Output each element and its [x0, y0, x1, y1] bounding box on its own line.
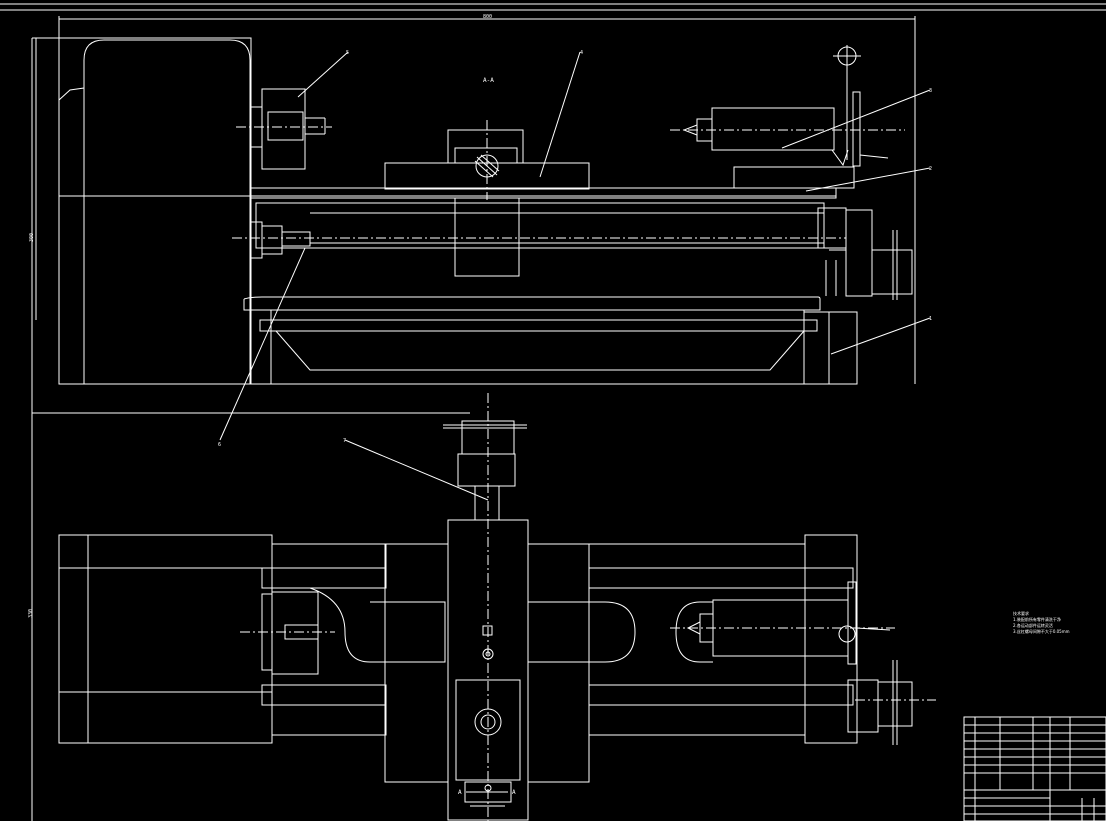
top-dimension-label: 800: [483, 14, 492, 20]
leader-line-7: [344, 439, 489, 501]
notes-line-2: 2.各运动部件运转灵活: [1013, 623, 1053, 628]
plan-view: [58, 393, 936, 821]
left-dimension-upper: [32, 37, 250, 320]
left-dimension-lower-label: 330: [28, 609, 34, 618]
notes-line-3: 3.丝杠螺母间隙不大于0.05mm: [1013, 629, 1070, 634]
section-mark-right: A: [512, 789, 516, 796]
notes-title: 技术要求: [1013, 611, 1029, 616]
front-view: [58, 37, 913, 385]
balloon-1: 1: [929, 316, 932, 322]
balloon-3: 3: [929, 88, 932, 94]
left-dimension-upper-label: 300: [29, 233, 35, 242]
notes-line-1: 1.装配前所有零件清洗干净: [1013, 617, 1061, 622]
drawing-labels: A-A 800 300 330 A A 1 2 3 4 5 6 7: [28, 14, 932, 796]
title-block: [963, 716, 1106, 821]
section-mark-left: A: [458, 789, 462, 796]
balloon-7: 7: [343, 438, 346, 444]
technical-notes: 技术要求 1.装配前所有零件清洗干净 2.各运动部件运转灵活 3.丝杠螺母间隙不…: [1013, 611, 1105, 635]
balloon-5: 5: [346, 50, 349, 56]
balloon-4: 4: [580, 50, 583, 56]
balloon-2: 2: [929, 166, 932, 172]
drawing-frame: [0, 3, 1106, 821]
balloon-6: 6: [218, 442, 221, 448]
section-label: A-A: [483, 77, 494, 84]
leader-lines-upper: [219, 51, 931, 441]
